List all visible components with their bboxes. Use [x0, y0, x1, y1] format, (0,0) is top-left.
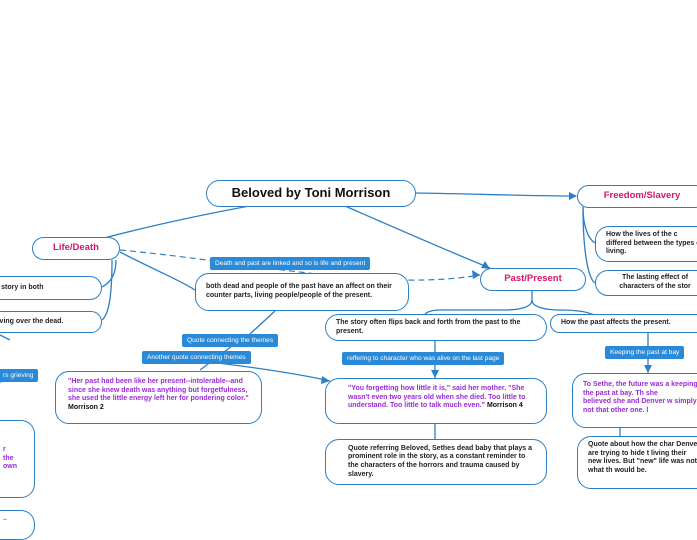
topic-freedom-slavery[interactable]: Freedom/Slavery: [577, 185, 697, 208]
topic-past-present[interactable]: Past/Present: [480, 268, 586, 291]
node-past-affects-present[interactable]: How the past affects the present.: [550, 314, 697, 333]
label-referring-character[interactable]: reffering to character who was alive on …: [342, 352, 505, 365]
node-left-partial-bottom[interactable]: ..: [0, 510, 35, 540]
topic-freedom-label: Freedom/Slavery: [603, 190, 681, 202]
life-node-story-text: he story in both: [0, 283, 44, 291]
label-another-quote[interactable]: Another quote connecting themes: [142, 351, 251, 364]
quote-her-past-text: "Her past had been like her present--int…: [68, 378, 249, 403]
label-keeping-past-at-bay[interactable]: Keeping the past at bay: [605, 346, 685, 359]
central-topic[interactable]: Beloved by Toni Morrison: [206, 180, 416, 207]
freedom-node-lives[interactable]: How the lives of the c differed between …: [595, 226, 697, 262]
node-dead-and-past[interactable]: both dead and people of the past have an…: [195, 273, 409, 311]
topic-life-death-label: Life/Death: [53, 242, 99, 254]
topic-past-present-label: Past/Present: [504, 273, 562, 285]
node-flips-text: The story often flips back and forth fro…: [336, 318, 521, 335]
label-death-past-linked[interactable]: Death and past are linked and so is life…: [210, 257, 371, 270]
label-quote-connecting-themes[interactable]: Quote connecting the themes: [182, 334, 279, 347]
freedom-node-lasting-text: The lasting effect of characters of the …: [619, 274, 691, 290]
node-quote-beloved-baby[interactable]: Quote referring Beloved, Sethes dead bab…: [325, 439, 547, 485]
quote-her-past-cite: Morrison 2: [68, 403, 104, 411]
quote-forgetting[interactable]: "You forgetting how little it is," said …: [325, 378, 547, 424]
quote-forgetting-text: "You forgetting how little it is," said …: [348, 385, 526, 410]
node-left-partial-text: r the own: [3, 446, 17, 471]
quote-forgetting-cite: Morrison 4: [486, 402, 523, 410]
life-node-grieving-text: rieving over the dead.: [0, 317, 64, 325]
node-sethe-future[interactable]: To Sethe, the future was a keeping the p…: [572, 373, 697, 428]
life-node-grieving[interactable]: rieving over the dead.: [0, 311, 102, 333]
node-sethe-future-text: To Sethe, the future was a keeping the p…: [583, 381, 697, 414]
node-flips-back-forth[interactable]: The story often flips back and forth fro…: [325, 314, 547, 341]
quote-her-past[interactable]: "Her past had been like her present--int…: [55, 371, 262, 424]
freedom-node-lasting[interactable]: The lasting effect of characters of the …: [595, 270, 697, 296]
node-affects-text: How the past affects the present.: [561, 319, 671, 327]
label-grieving-partial[interactable]: rs grieving: [0, 369, 39, 382]
node-quote-characters[interactable]: Quote about how the char Denver are tryi…: [577, 436, 697, 489]
node-left-partial-bottom-text: ..: [3, 515, 7, 522]
freedom-node-lives-text: How the lives of the c differed between …: [606, 231, 697, 256]
central-topic-label: Beloved by Toni Morrison: [231, 185, 391, 201]
node-dead-and-past-text: both dead and people of the past have an…: [206, 283, 392, 299]
node-quote-characters-text: Quote about how the char Denver are tryi…: [588, 441, 697, 474]
node-left-partial[interactable]: r the own: [0, 420, 35, 498]
node-quote-baby-text: Quote referring Beloved, Sethes dead bab…: [348, 444, 532, 478]
life-node-story[interactable]: he story in both: [0, 276, 102, 300]
topic-life-death[interactable]: Life/Death: [32, 237, 120, 260]
